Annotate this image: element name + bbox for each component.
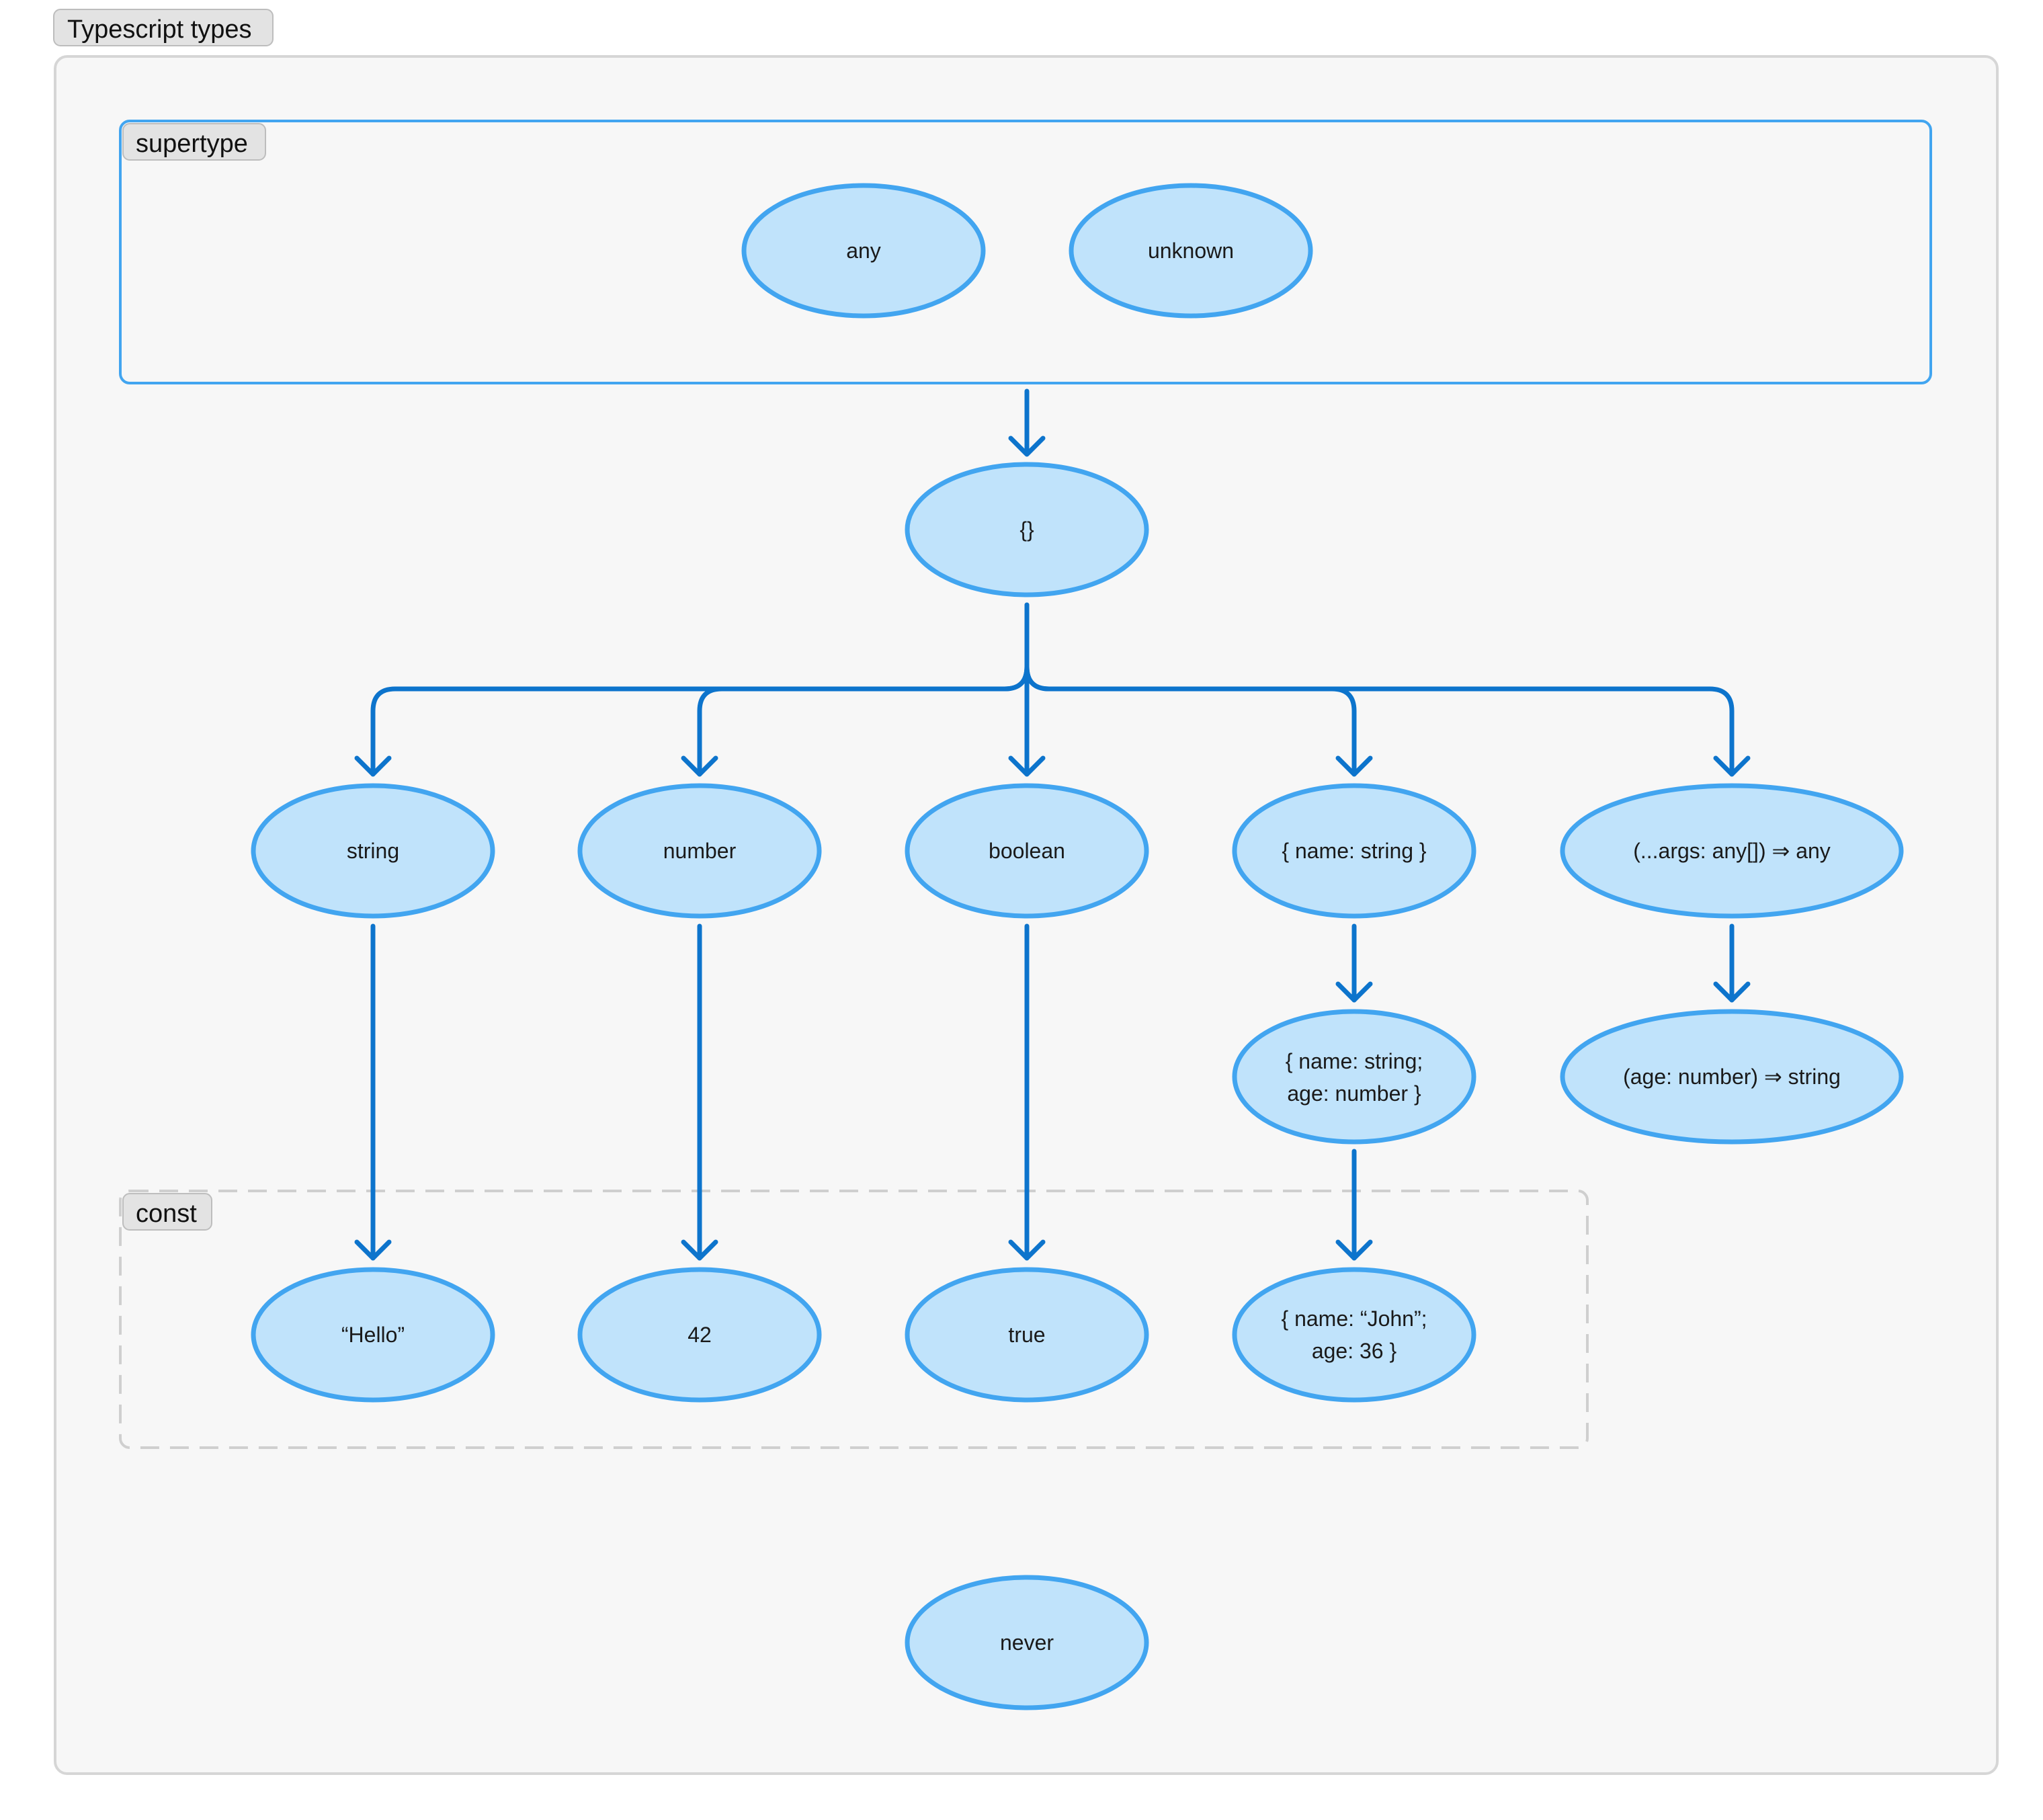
- arrowhead-func-age: [1713, 981, 1751, 1003]
- const-label: const: [136, 1200, 197, 1228]
- node-name-age[interactable]: { name: string; age: number }: [1232, 1009, 1476, 1145]
- nodes: any unknown {} string number boolean { n…: [251, 183, 1904, 1710]
- arrowheads: [354, 436, 1751, 1261]
- arrowhead-true: [1008, 1239, 1046, 1261]
- arrowhead-name-age: [1335, 981, 1373, 1003]
- node-name-obj[interactable]: { name: string }: [1232, 783, 1476, 919]
- supertype-tag[interactable]: supertype: [122, 123, 266, 161]
- arrowhead-object: [1008, 436, 1046, 457]
- edges: [370, 388, 1735, 1261]
- node-number[interactable]: number: [577, 783, 822, 919]
- node-hello-label: “Hello”: [341, 1323, 405, 1347]
- node-john-label-line1: { name: “John”;: [1282, 1307, 1427, 1331]
- node-any-label: any: [846, 239, 881, 263]
- node-true[interactable]: true: [905, 1267, 1149, 1403]
- arrowhead-john: [1335, 1239, 1373, 1261]
- node-object-label: {}: [1019, 518, 1034, 542]
- const-tag[interactable]: const: [122, 1193, 212, 1231]
- node-any[interactable]: any: [741, 183, 986, 319]
- node-name-obj-label: { name: string }: [1282, 839, 1427, 863]
- node-func-any-label: (...args: any[]) ⇒ any: [1633, 839, 1831, 863]
- node-object[interactable]: {}: [905, 462, 1149, 597]
- node-name-age-label-line1: { name: string;: [1286, 1049, 1423, 1073]
- node-boolean-label: boolean: [989, 839, 1065, 863]
- node-string[interactable]: string: [251, 783, 495, 919]
- arrowhead-number: [681, 755, 718, 777]
- node-never-label: never: [1000, 1630, 1054, 1655]
- node-func-any[interactable]: (...args: any[]) ⇒ any: [1560, 783, 1904, 919]
- supertype-group: [119, 120, 1932, 384]
- node-func-age[interactable]: (age: number) ⇒ string: [1560, 1009, 1904, 1145]
- node-unknown[interactable]: unknown: [1069, 183, 1313, 319]
- node-boolean[interactable]: boolean: [905, 783, 1149, 919]
- node-john-label-line2: age: 36 }: [1312, 1339, 1397, 1363]
- node-unknown-label: unknown: [1148, 239, 1234, 263]
- arrowhead-hello: [354, 1239, 392, 1261]
- arrowhead-string: [354, 755, 392, 777]
- frame-title-tag[interactable]: Typescript types: [53, 9, 274, 46]
- node-42[interactable]: 42: [577, 1267, 822, 1403]
- node-func-age-label: (age: number) ⇒ string: [1623, 1065, 1841, 1089]
- arrowhead-boolean: [1008, 755, 1046, 777]
- node-john[interactable]: { name: “John”; age: 36 }: [1232, 1267, 1476, 1403]
- node-never[interactable]: never: [905, 1575, 1149, 1710]
- node-true-label: true: [1008, 1323, 1045, 1347]
- frame-title: Typescript types: [67, 15, 252, 44]
- supertype-label: supertype: [136, 130, 248, 158]
- node-42-label: 42: [687, 1323, 712, 1347]
- arrowhead-func-any: [1713, 755, 1751, 777]
- edge-object-to-number: [697, 664, 1030, 777]
- node-number-label: number: [663, 839, 737, 863]
- node-hello[interactable]: “Hello”: [251, 1267, 495, 1403]
- node-string-label: string: [347, 839, 399, 863]
- const-group: [119, 1190, 1589, 1449]
- node-name-age-label-line2: age: number }: [1287, 1081, 1421, 1106]
- arrowhead-name-obj: [1335, 755, 1373, 777]
- edge-object-to-func-any: [1024, 664, 1735, 777]
- arrowhead-42: [681, 1239, 718, 1261]
